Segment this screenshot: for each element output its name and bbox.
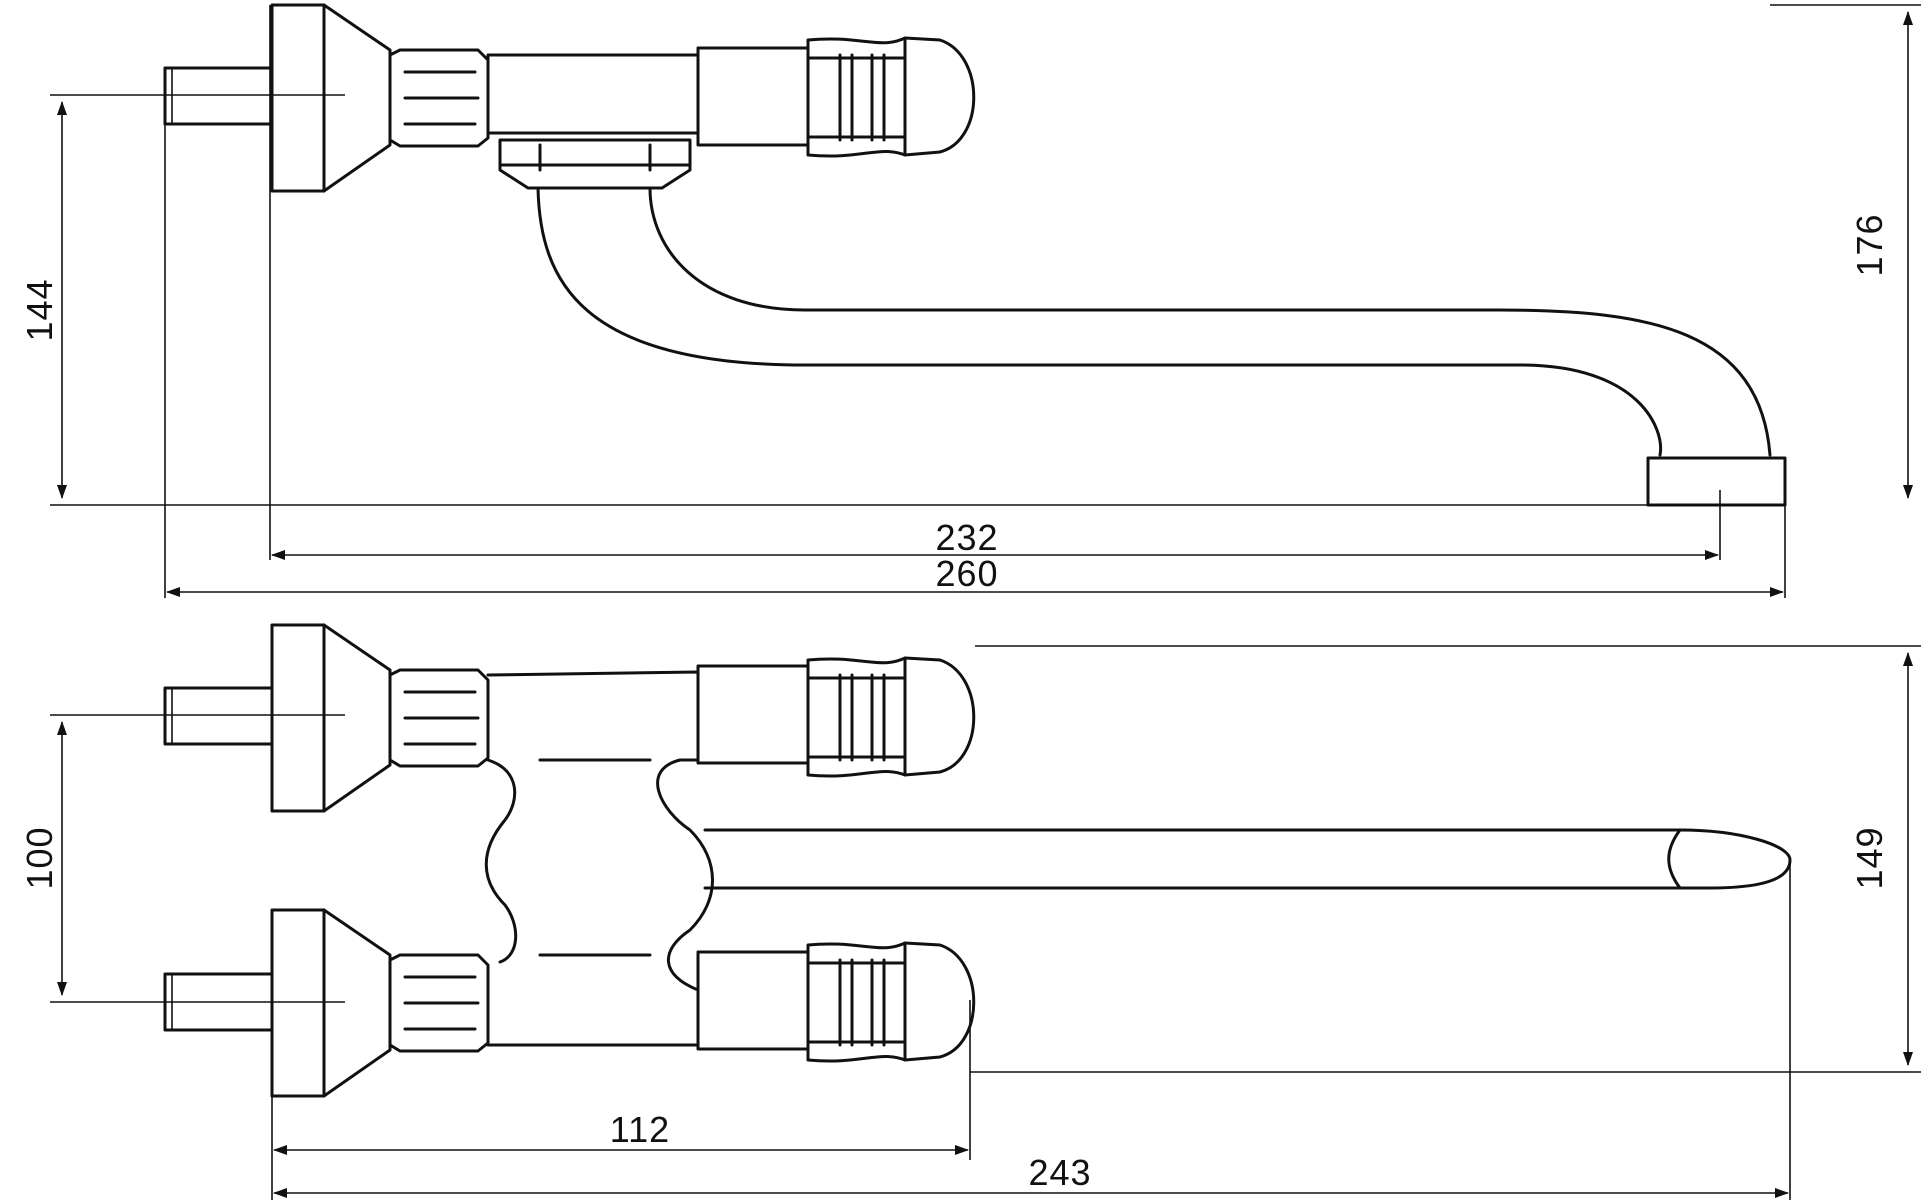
top-view [50, 623, 1792, 1098]
side-view [50, 3, 1787, 560]
dim-label-144: 144 [19, 278, 60, 341]
top-lower-inlet [50, 908, 490, 1098]
dim-label-260: 260 [935, 553, 998, 594]
dim-label-149: 149 [1849, 826, 1890, 889]
side-valve-body [486, 46, 810, 147]
top-valve-body [484, 664, 810, 1051]
side-swivel-nut [498, 138, 692, 190]
dim-label-232: 232 [935, 517, 998, 558]
side-aerator [1646, 456, 1787, 560]
side-spout [536, 186, 1772, 457]
side-handle [806, 36, 976, 158]
top-lower-handle [806, 941, 976, 1063]
top-spout [703, 828, 1792, 890]
side-inlet-pipe [50, 66, 345, 126]
side-wall-flange [270, 3, 392, 193]
dim-label-100: 100 [19, 826, 60, 889]
side-dimensions: 144 176 232 260 [19, 4, 1921, 598]
dim-label-176: 176 [1849, 213, 1890, 276]
top-upper-handle [806, 656, 976, 778]
dim-label-243: 243 [1028, 1152, 1091, 1193]
top-upper-inlet [50, 623, 490, 813]
dim-label-112: 112 [610, 1109, 670, 1150]
top-dimensions: 100 149 112 243 [19, 645, 1921, 1200]
side-hex-nut [388, 48, 490, 148]
